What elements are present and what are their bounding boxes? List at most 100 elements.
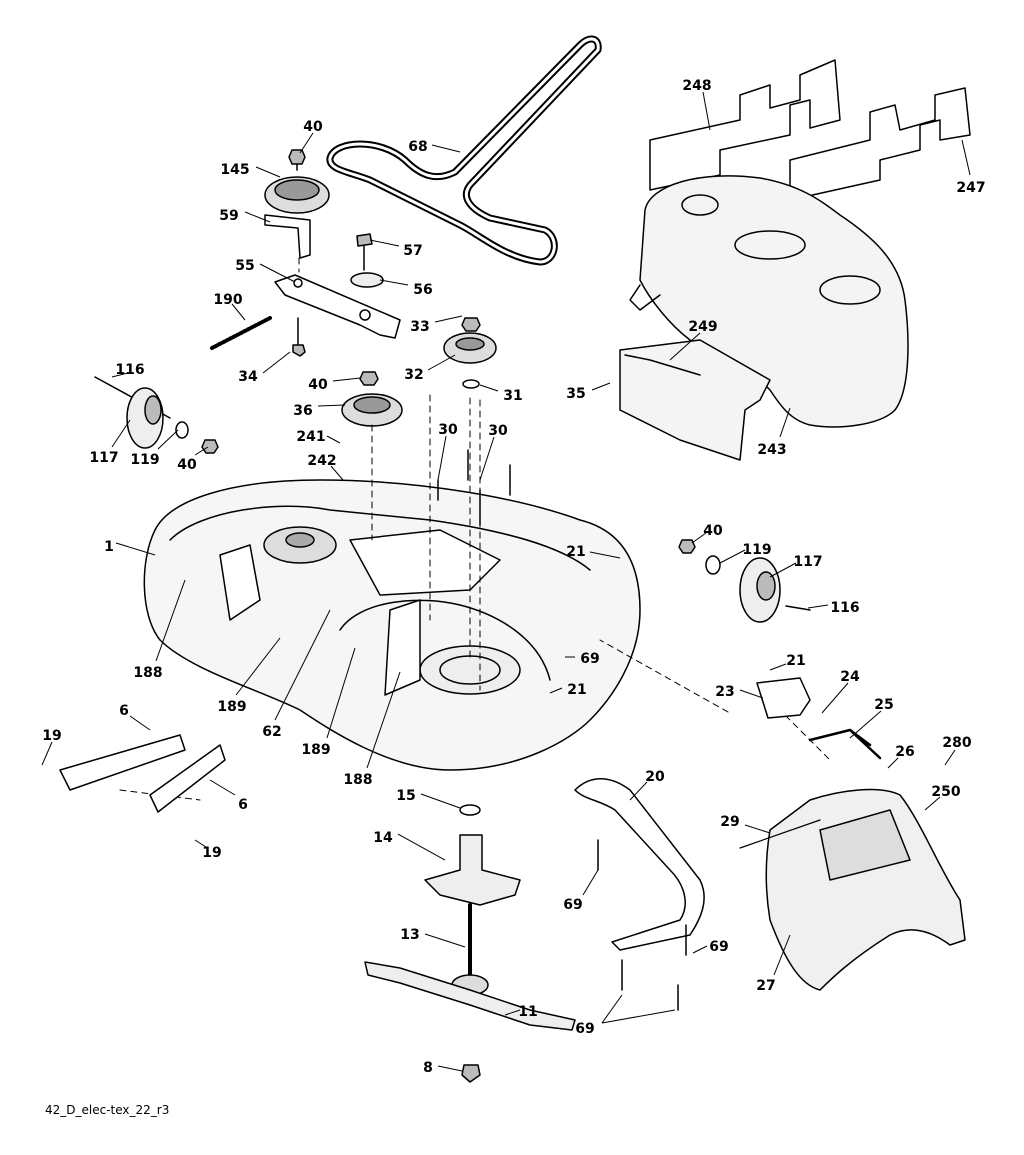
callout-leaders <box>41 91 971 1072</box>
part-callout-119: 119 <box>130 452 159 468</box>
part-callout-29: 29 <box>720 814 739 830</box>
part-callout-25: 25 <box>874 697 893 713</box>
callout-leader-243 <box>779 407 791 438</box>
part-callout-15: 15 <box>396 788 415 804</box>
callout-leader-248 <box>702 91 711 131</box>
part-callout-24: 24 <box>840 669 860 685</box>
pulley-bracket <box>264 214 311 259</box>
part-callout-243: 243 <box>757 442 786 458</box>
spring-190 <box>210 316 272 350</box>
part-callout-30: 30 <box>438 422 458 438</box>
callout-leader-40 <box>691 532 707 544</box>
part-callout-119: 119 <box>742 542 771 558</box>
part-callout-69: 69 <box>563 897 582 913</box>
callout-leader-8 <box>437 1065 463 1072</box>
callout-leader-40 <box>194 446 209 456</box>
part-callout-21: 21 <box>567 682 586 698</box>
callout-leader-241 <box>326 435 341 444</box>
part-callout-27: 27 <box>756 978 775 994</box>
drive-belt-inner <box>328 37 600 264</box>
part-callout-13: 13 <box>400 927 419 943</box>
part-callout-56: 56 <box>413 282 432 298</box>
part-callout-117: 117 <box>89 450 118 466</box>
callout-leader-1 <box>115 542 156 556</box>
part-callout-69: 69 <box>709 939 728 955</box>
part-callout-32: 32 <box>404 367 423 383</box>
callout-leader-119 <box>157 429 179 450</box>
callout-leader-6 <box>209 779 236 796</box>
callout-leader-117 <box>769 562 797 578</box>
part-callout-248: 248 <box>682 78 711 94</box>
deflector-shield-248 <box>649 59 841 191</box>
callout-leader-19 <box>194 839 207 848</box>
part-callout-116: 116 <box>830 600 859 616</box>
callout-leader-55 <box>259 263 296 283</box>
part-callout-247: 247 <box>956 180 985 196</box>
part-callout-69: 69 <box>580 651 599 667</box>
part-callout-242: 242 <box>307 453 336 469</box>
chute-bracket <box>756 677 811 719</box>
callout-leader-32 <box>427 354 456 371</box>
part-callout-34: 34 <box>238 369 258 385</box>
callout-leader-21 <box>549 687 563 694</box>
callout-leader-30 <box>479 436 495 481</box>
callout-leader-68 <box>431 144 461 153</box>
callout-leader-25 <box>849 710 882 739</box>
callout-leader-21 <box>769 663 787 671</box>
callout-leader-26 <box>887 757 899 769</box>
callout-leader-13 <box>424 933 466 948</box>
part-callout-33: 33 <box>410 319 429 335</box>
callout-labels: 4014559575655682482471903332313424935243… <box>42 78 985 1076</box>
part-callout-14: 14 <box>373 830 393 846</box>
callout-leader-31 <box>479 384 499 392</box>
callout-leader-119 <box>719 549 746 564</box>
part-callout-1: 1 <box>104 539 114 555</box>
part-callout-59: 59 <box>219 208 238 224</box>
callout-leader-242 <box>330 465 344 481</box>
part-callout-249: 249 <box>688 319 717 335</box>
idler-arm <box>274 274 401 339</box>
callout-leader-11 <box>504 1009 521 1016</box>
callout-leader-56 <box>379 279 409 286</box>
callout-leader-40 <box>332 377 361 382</box>
part-callout-69: 69 <box>575 1021 594 1037</box>
callout-leader-116 <box>111 372 129 378</box>
callout-leader-69 <box>582 869 599 896</box>
callout-leader-14 <box>397 833 446 861</box>
part-callout-40: 40 <box>308 377 328 393</box>
callout-leader-69 <box>692 945 708 954</box>
part-callout-35: 35 <box>566 386 585 402</box>
callout-leader-36 <box>317 404 346 407</box>
part-callout-8: 8 <box>423 1060 433 1076</box>
callout-leader-116 <box>807 604 829 609</box>
callout-leader-35 <box>591 382 611 391</box>
part-callout-19: 19 <box>42 728 61 744</box>
callout-leader-59 <box>244 211 271 223</box>
part-callout-55: 55 <box>235 258 254 274</box>
callout-leader-34 <box>262 351 291 374</box>
callout-leader-189 <box>326 647 356 739</box>
part-callout-188: 188 <box>133 665 162 681</box>
part-callout-189: 189 <box>301 742 330 758</box>
part-callout-250: 250 <box>931 784 960 800</box>
part-callout-241: 241 <box>296 429 325 445</box>
callout-leader-280 <box>944 749 956 766</box>
part-callout-40: 40 <box>703 523 723 539</box>
part-callout-21: 21 <box>566 544 585 560</box>
part-callout-21: 21 <box>786 653 805 669</box>
part-callout-30: 30 <box>488 423 508 439</box>
rear-hanger-right <box>149 744 226 813</box>
callout-leader-15 <box>420 793 461 809</box>
part-callout-23: 23 <box>715 684 734 700</box>
part-callout-188: 188 <box>343 772 372 788</box>
drawing-code: 42_D_elec-tex_22_r3 <box>45 1103 170 1117</box>
part-callout-280: 280 <box>942 735 971 751</box>
part-callout-190: 190 <box>213 292 242 308</box>
part-callout-68: 68 <box>408 139 427 155</box>
part-callout-145: 145 <box>220 162 249 178</box>
rear-hanger-left <box>59 734 186 791</box>
spindle-housing <box>424 834 521 906</box>
callout-leader-27 <box>773 934 791 976</box>
callout-leader-23 <box>739 689 764 699</box>
